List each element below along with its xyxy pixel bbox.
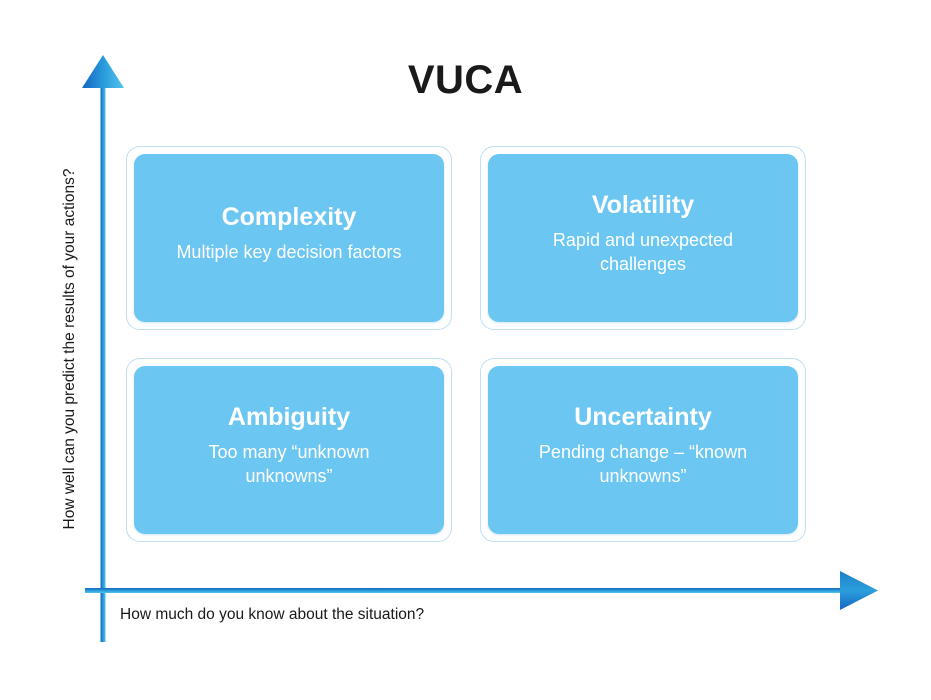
quadrant-description: Pending change – “known unknowns” <box>538 442 748 487</box>
quadrant-description: Too many “unknown unknowns” <box>208 442 370 487</box>
x-axis-label: How much do you know about the situation… <box>120 606 425 623</box>
quadrant-grid: Complexity Multiple key decision factors… <box>126 146 806 542</box>
quadrant-uncertainty[interactable]: Uncertainty Pending change – “known unkn… <box>480 358 806 542</box>
quadrant-description: Multiple key decision factors <box>176 242 402 263</box>
quadrant-title: Complexity <box>221 203 357 232</box>
quadrant-description: Rapid and unexpected challenges <box>552 230 734 275</box>
page-title: VUCA <box>407 58 524 102</box>
quadrant-card: Complexity Multiple key decision factors <box>134 154 444 322</box>
quadrant-title: Volatility <box>591 191 695 220</box>
y-axis-line <box>100 72 106 642</box>
quadrant-title: Ambiguity <box>227 403 351 432</box>
quadrant-title: Uncertainty <box>574 403 712 432</box>
arrow-right-icon <box>840 571 878 610</box>
y-axis-label: How well can you predict the results of … <box>61 168 78 530</box>
quadrant-volatility[interactable]: Volatility Rapid and unexpected challeng… <box>480 146 806 330</box>
x-axis-line <box>85 588 845 593</box>
quadrant-card: Ambiguity Too many “unknown unknowns” <box>134 366 444 534</box>
quadrant-complexity[interactable]: Complexity Multiple key decision factors <box>126 146 452 330</box>
quadrant-card: Volatility Rapid and unexpected challeng… <box>488 154 798 322</box>
quadrant-ambiguity[interactable]: Ambiguity Too many “unknown unknowns” <box>126 358 452 542</box>
quadrant-card: Uncertainty Pending change – “known unkn… <box>488 366 798 534</box>
